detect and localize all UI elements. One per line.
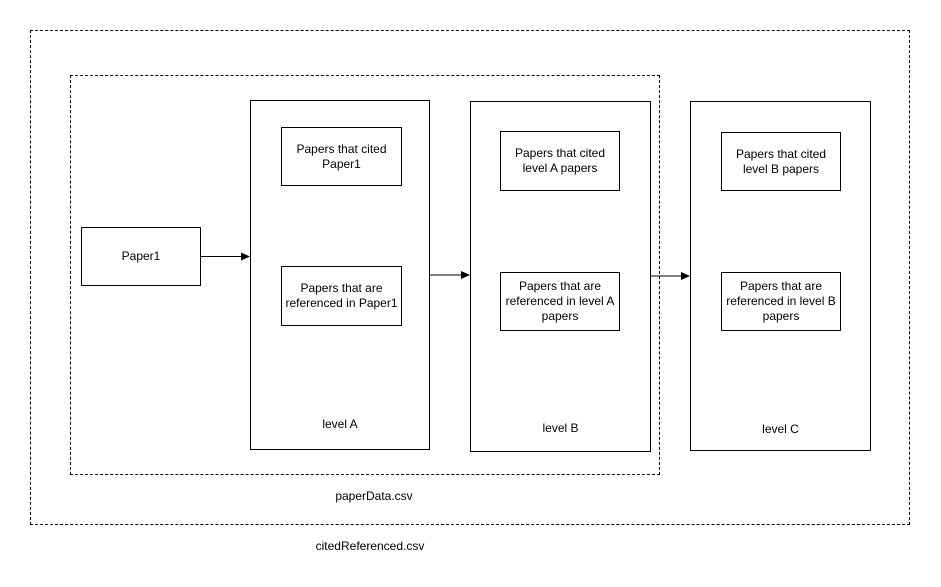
paper1-node: Paper1 xyxy=(81,227,201,286)
referenced-papers-box-level-a: Papers that are referenced in Paper1 xyxy=(281,266,402,326)
referenced-papers-box-level-b: Papers that are referenced in level A pa… xyxy=(500,272,620,331)
level-b-container: Papers that cited level A papers Papers … xyxy=(470,101,651,452)
inner-group-boundary xyxy=(70,75,660,475)
cited-papers-box-level-b: Papers that cited level A papers xyxy=(500,131,620,191)
level-c-container: Papers that cited level B papers Papers … xyxy=(690,101,871,451)
level-b-label: level B xyxy=(542,421,579,435)
level-a-label: level A xyxy=(322,417,358,431)
referenced-papers-box-level-c: Papers that are referenced in level B pa… xyxy=(721,272,841,331)
level-a-container: Papers that cited Paper1 Papers that are… xyxy=(250,100,430,450)
cited-papers-box-level-a: Papers that cited Paper1 xyxy=(281,127,402,186)
inner-group-label: paperData.csv xyxy=(335,489,413,503)
outer-group-label: citedReferenced.csv xyxy=(315,539,425,553)
level-c-label: level C xyxy=(762,422,799,436)
paper1-label: Paper1 xyxy=(121,249,161,263)
cited-papers-box-level-c: Papers that cited level B papers xyxy=(721,132,841,191)
outer-group-boundary xyxy=(30,30,910,525)
